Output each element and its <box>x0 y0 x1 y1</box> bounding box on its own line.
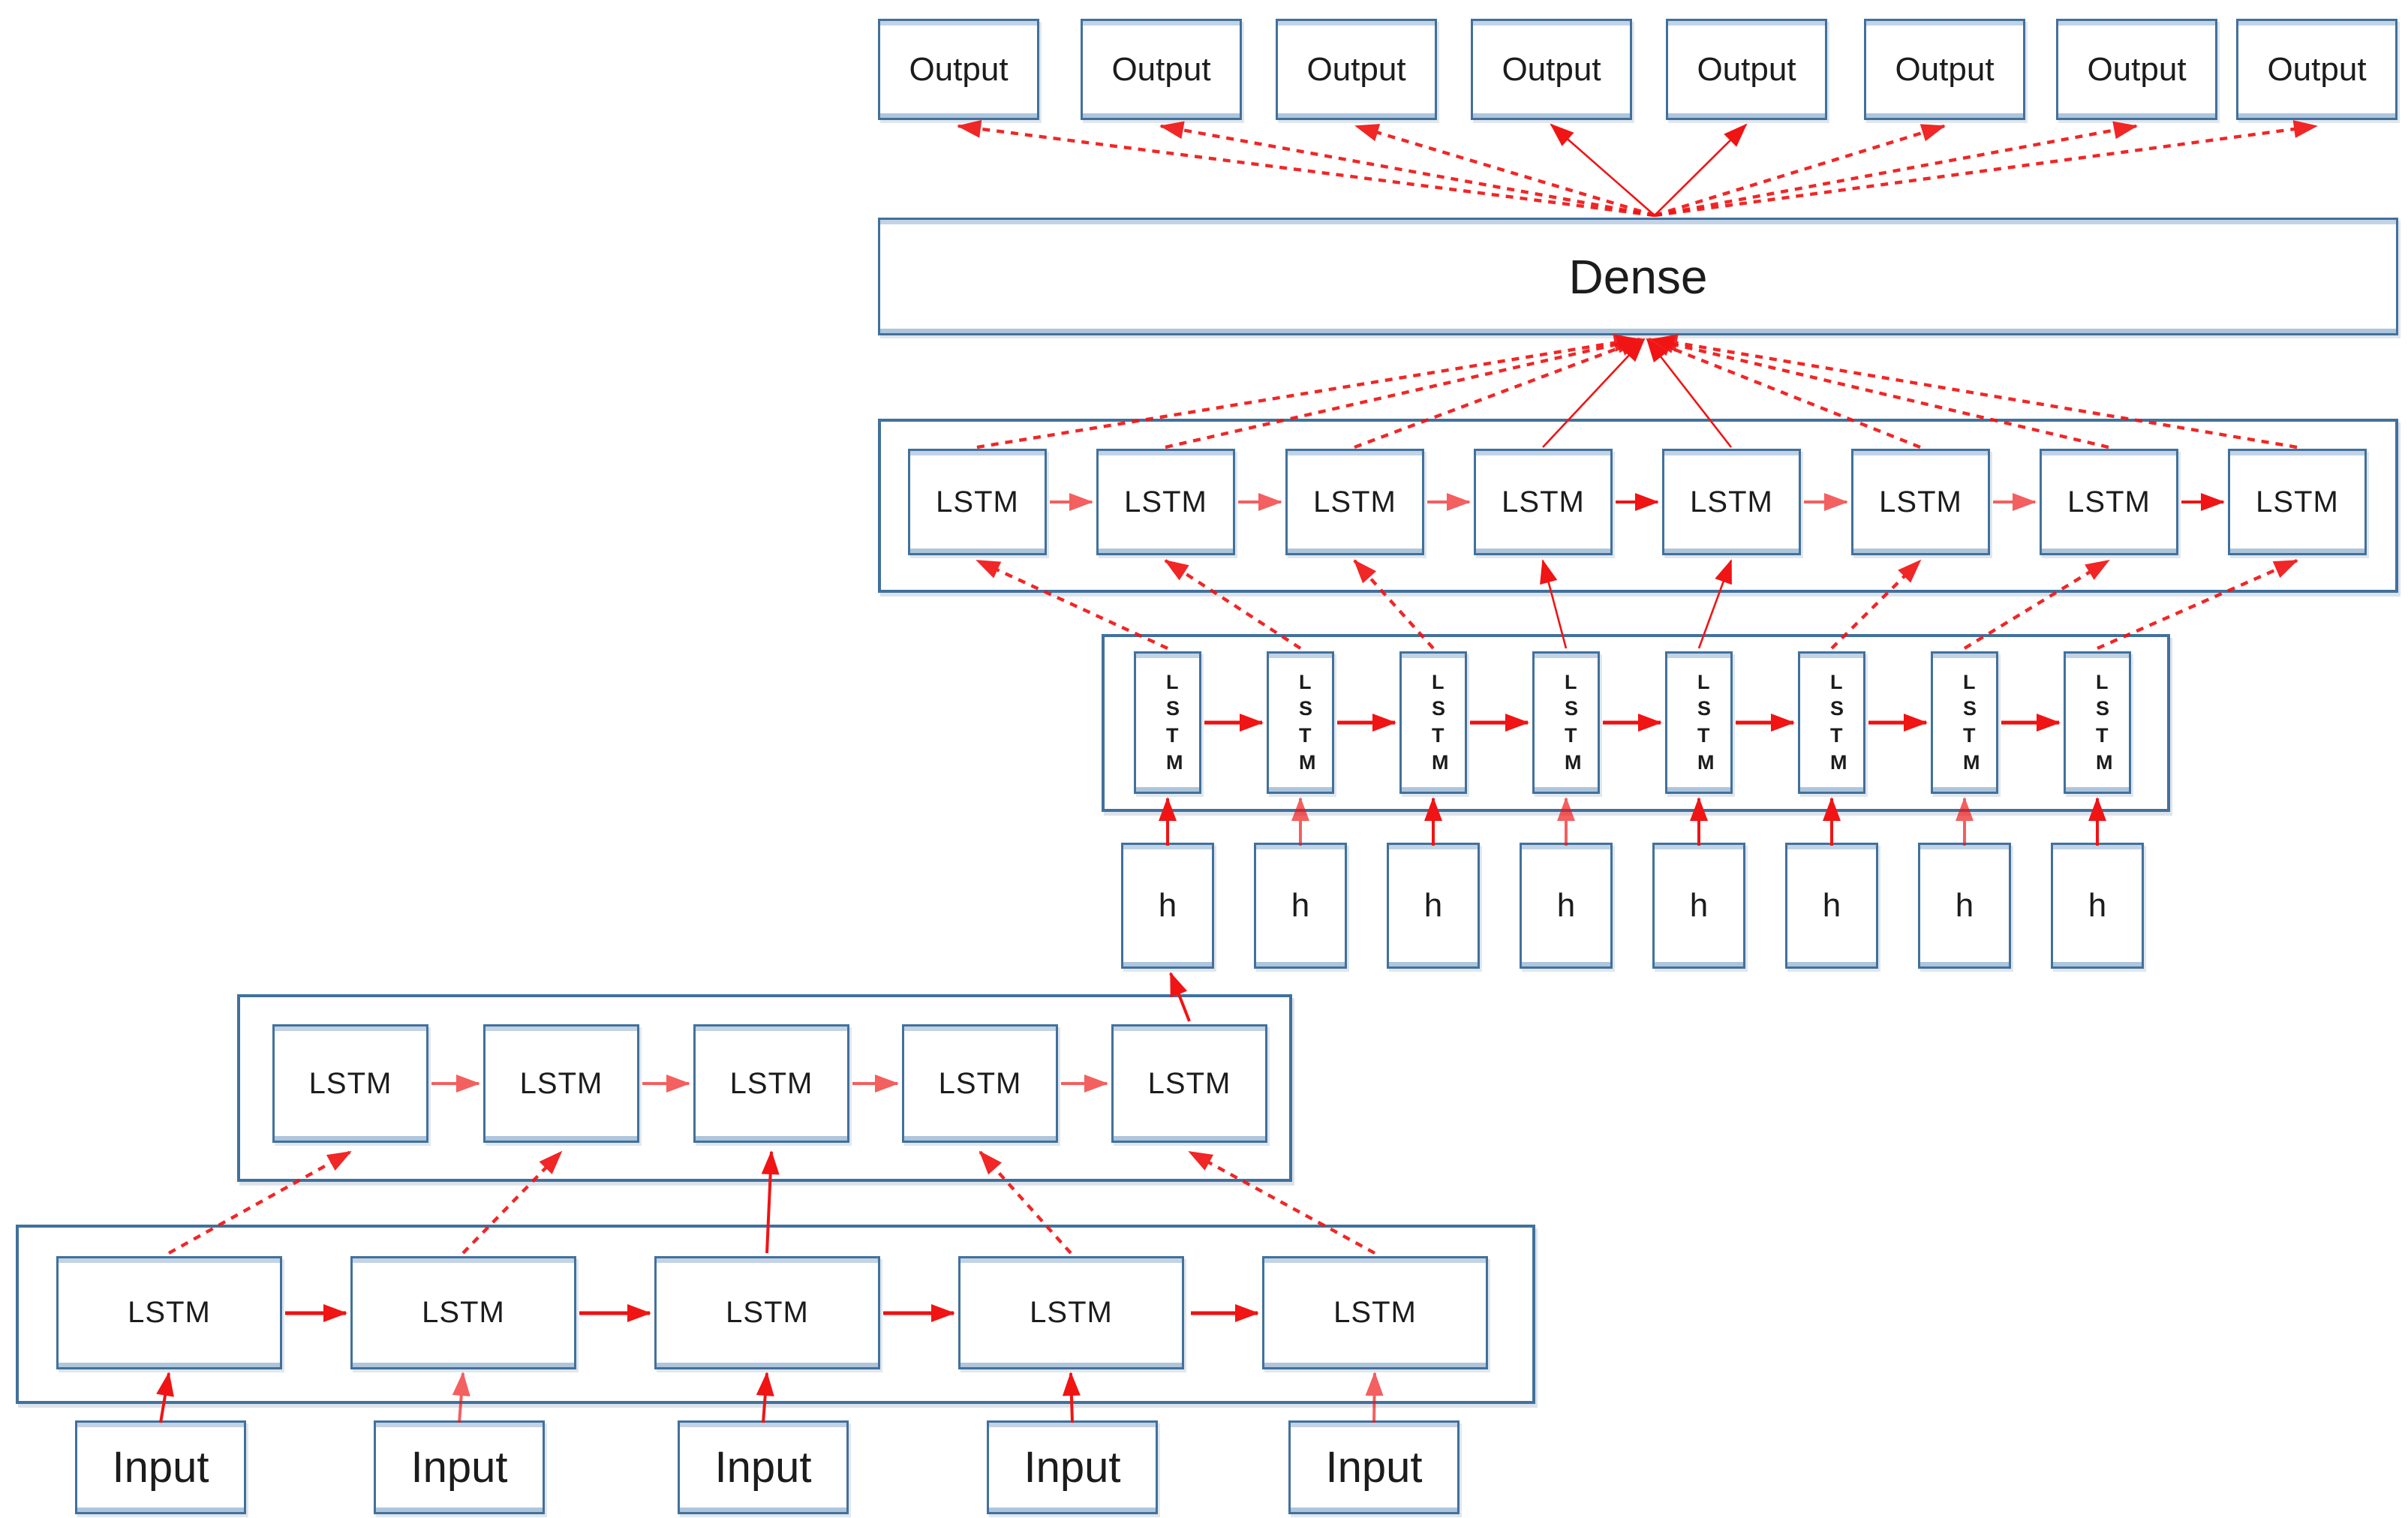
hidden-state-box: h <box>1918 843 2011 969</box>
input-box: Input <box>374 1420 545 1514</box>
output-label: Output <box>1502 50 1601 88</box>
lstm-label: LSTM <box>1879 485 1962 519</box>
lstm-label: LSTM <box>1502 485 1585 519</box>
lstm-box-mid-row: LSTM <box>693 1024 849 1143</box>
lstm-label: LSTM <box>729 1066 813 1100</box>
output-box: Output <box>1081 19 1242 120</box>
input-label: Input <box>1325 1443 1423 1492</box>
h-label: h <box>1955 887 1974 924</box>
lstm-box-bottom-row: LSTM <box>958 1256 1184 1369</box>
lstm-box-top-row: LSTM <box>1096 449 1235 555</box>
hidden-state-box: h <box>2051 843 2144 969</box>
dense-label: Dense <box>1568 249 1708 304</box>
lstm-vertical-row-container <box>1102 634 2170 812</box>
output-box: Output <box>2236 19 2397 120</box>
h-label: h <box>1158 887 1177 924</box>
lstm-box-bottom-row: LSTM <box>654 1256 880 1369</box>
input-box: Input <box>987 1420 1158 1514</box>
h-label: h <box>1556 887 1576 924</box>
lstm-label: LSTM <box>936 485 1019 519</box>
lstm-bottom-row-container <box>16 1225 1535 1404</box>
lstm-label: LSTM <box>2256 485 2339 519</box>
output-box: Output <box>1471 19 1632 120</box>
lstm-label: LSTM <box>308 1066 392 1100</box>
lstm-box-top-row: LSTM <box>1474 449 1613 555</box>
lstm-box-top-row: LSTM <box>1662 449 1801 555</box>
input-box: Input <box>1288 1420 1460 1514</box>
input-box: Input <box>75 1420 246 1514</box>
lstm-box-top-row: LSTM <box>1851 449 1990 555</box>
output-label: Output <box>1306 50 1406 88</box>
h-label: h <box>1291 887 1310 924</box>
output-box: Output <box>2056 19 2217 120</box>
lstm-label: LSTM <box>1030 1296 1113 1329</box>
lstm-vertical-label: LSTM <box>1166 670 1183 774</box>
hidden-state-box: h <box>1785 843 1878 969</box>
lstm-vertical-label: LSTM <box>2096 670 2113 774</box>
lstm-box-vertical: LSTM <box>1399 651 1467 794</box>
output-label: Output <box>2267 50 2367 88</box>
lstm-vertical-label: LSTM <box>1697 670 1715 774</box>
output-box: Output <box>1666 19 1827 120</box>
lstm-label: LSTM <box>726 1296 809 1329</box>
lstm-label: LSTM <box>128 1296 211 1329</box>
lstm-label: LSTM <box>1124 485 1207 519</box>
output-label: Output <box>2087 50 2187 88</box>
lstm-vertical-label: LSTM <box>1299 670 1316 774</box>
lstm-label: LSTM <box>1333 1296 1417 1329</box>
lstm-label: LSTM <box>1147 1066 1231 1100</box>
lstm-box-vertical: LSTM <box>1665 651 1733 794</box>
lstm-vertical-label: LSTM <box>1830 670 1847 774</box>
hidden-state-box: h <box>1254 843 1347 969</box>
output-label: Output <box>1111 50 1211 88</box>
lstm-box-mid-row: LSTM <box>483 1024 639 1143</box>
lstm-label: LSTM <box>519 1066 603 1100</box>
h-label: h <box>1689 887 1709 924</box>
output-box: Output <box>878 19 1039 120</box>
lstm-vertical-label: LSTM <box>1432 670 1449 774</box>
lstm-box-bottom-row: LSTM <box>1262 1256 1488 1369</box>
lstm-label: LSTM <box>1690 485 1773 519</box>
output-box: Output <box>1276 19 1437 120</box>
hidden-state-box: h <box>1520 843 1613 969</box>
lstm-box-vertical: LSTM <box>1134 651 1201 794</box>
input-box: Input <box>678 1420 849 1514</box>
lstm-box-top-row: LSTM <box>2040 449 2178 555</box>
lstm-box-mid-row: LSTM <box>1111 1024 1267 1143</box>
lstm-box-vertical: LSTM <box>1267 651 1334 794</box>
hidden-state-box: h <box>1387 843 1480 969</box>
output-label: Output <box>1895 50 1995 88</box>
input-label: Input <box>410 1443 508 1492</box>
lstm-box-bottom-row: LSTM <box>350 1256 576 1369</box>
lstm-label: LSTM <box>2067 485 2151 519</box>
lstm-box-vertical: LSTM <box>2064 651 2131 794</box>
lstm-box-top-row: LSTM <box>908 449 1047 555</box>
output-box: Output <box>1864 19 2025 120</box>
h-label: h <box>2088 887 2107 924</box>
output-label: Output <box>1697 50 1796 88</box>
lstm-label: LSTM <box>938 1066 1022 1100</box>
lstm-mid-row-container <box>237 994 1292 1182</box>
lstm-box-mid-row: LSTM <box>902 1024 1058 1143</box>
lstm-box-vertical: LSTM <box>1931 651 1998 794</box>
lstm-box-vertical: LSTM <box>1532 651 1600 794</box>
hidden-state-box: h <box>1652 843 1745 969</box>
h-label: h <box>1423 887 1443 924</box>
output-label: Output <box>909 50 1009 88</box>
lstm-box-top-row: LSTM <box>2228 449 2367 555</box>
lstm-label: LSTM <box>1313 485 1396 519</box>
input-label: Input <box>714 1443 812 1492</box>
h-label: h <box>1822 887 1841 924</box>
lstm-box-vertical: LSTM <box>1798 651 1865 794</box>
lstm-box-bottom-row: LSTM <box>56 1256 282 1369</box>
lstm-vertical-label: LSTM <box>1565 670 1582 774</box>
input-label: Input <box>112 1443 209 1492</box>
lstm-vertical-label: LSTM <box>1963 670 1980 774</box>
lstm-label: LSTM <box>422 1296 505 1329</box>
dense-layer-box: Dense <box>878 218 2398 335</box>
lstm-box-mid-row: LSTM <box>272 1024 428 1143</box>
lstm-box-top-row: LSTM <box>1285 449 1424 555</box>
input-label: Input <box>1024 1443 1121 1492</box>
hidden-state-box: h <box>1121 843 1214 969</box>
